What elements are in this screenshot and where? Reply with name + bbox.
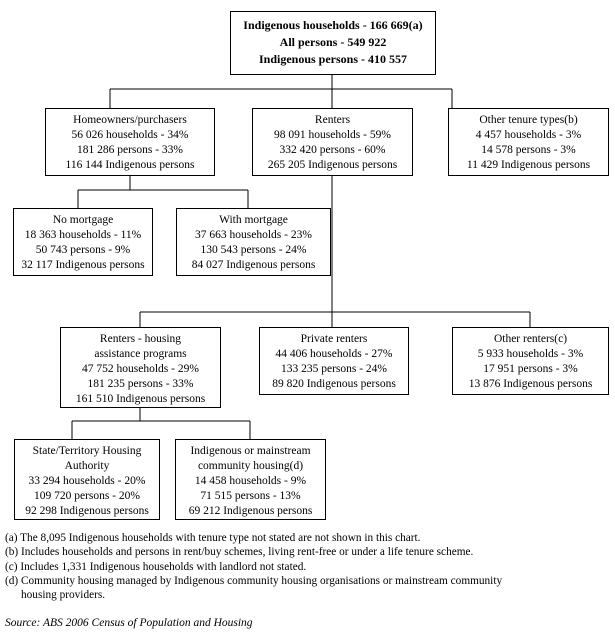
other-tenure-line-2: 4 457 households - 3%	[475, 129, 582, 141]
community-housing-line-2: community housing(d)	[197, 460, 304, 472]
node-renters: Renters 98 091 households - 59% 332 420 …	[252, 108, 413, 176]
other-renters-line-2: 5 933 households - 3%	[477, 348, 584, 360]
source-note: Source: ABS 2006 Census of Population an…	[5, 617, 253, 629]
community-housing-line-5: 69 212 Indigenous persons	[188, 505, 313, 517]
community-housing-line-4: 71 515 persons - 13%	[200, 490, 301, 502]
renters-line-4: 265 205 Indigenous persons	[267, 159, 398, 171]
state-territory-line-4: 109 720 persons - 20%	[33, 490, 141, 502]
private-renters-line-4: 89 820 Indigenous persons	[272, 378, 396, 390]
footnote-b: (b) Includes households and persons in r…	[5, 546, 474, 559]
other-tenure-line-1: Other tenure types(b)	[479, 114, 578, 126]
homeowners-line-4: 116 144 Indigenous persons	[65, 159, 195, 171]
footnotes: (a) The 8,095 Indigenous households with…	[5, 531, 610, 602]
other-tenure-line-3: 14 578 persons - 3%	[481, 144, 576, 156]
no-mortgage-line-3: 50 743 persons - 9%	[35, 244, 131, 256]
housing-assistance-line-3: 47 752 households - 29%	[82, 363, 199, 375]
node-renters-housing-assistance: Renters - housing assistance programs 47…	[60, 327, 221, 408]
private-renters-line-2: 44 406 households - 27%	[275, 348, 393, 360]
node-private-renters: Private renters 44 406 households - 27% …	[259, 327, 409, 395]
root-line-3: Indigenous persons - 410 557	[258, 52, 408, 66]
with-mortgage-line-1: With mortgage	[219, 214, 288, 226]
housing-assistance-line-1: Renters - housing	[99, 333, 182, 345]
homeowners-line-1: Homeowners/purchasers	[73, 114, 187, 126]
node-homeowners-purchasers: Homeowners/purchasers 56 026 households …	[45, 108, 215, 176]
other-renters-line-1: Other renters(c)	[493, 333, 568, 345]
other-renters-line-3: 17 951 persons - 3%	[483, 363, 578, 375]
state-territory-line-5: 92 298 Indigenous persons	[25, 505, 149, 517]
node-indigenous-community-housing: Indigenous or mainstream community housi…	[175, 439, 326, 520]
root-line-1: Indigenous households - 166 669(a)	[243, 18, 423, 32]
private-renters-line-3: 133 235 persons - 24%	[280, 363, 388, 375]
root-line-2: All persons - 549 922	[279, 35, 387, 49]
node-other-renters: Other renters(c) 5 933 households - 3% 1…	[452, 327, 609, 395]
no-mortgage-line-2: 18 363 households - 11%	[24, 229, 142, 241]
node-with-mortgage: With mortgage 37 663 households - 23% 13…	[176, 208, 331, 276]
with-mortgage-line-2: 37 663 households - 23%	[195, 229, 312, 241]
renters-line-2: 98 091 households - 59%	[274, 129, 391, 141]
renters-line-1: Renters	[314, 114, 351, 126]
state-territory-line-3: 33 294 households - 20%	[28, 475, 146, 487]
other-tenure-line-4: 11 429 Indigenous persons	[466, 159, 591, 171]
node-state-territory-housing-authority: State/Territory Housing Authority 33 294…	[14, 439, 160, 520]
community-housing-line-3: 14 458 households - 9%	[194, 475, 307, 487]
footnote-a: (a) The 8,095 Indigenous households with…	[5, 532, 421, 544]
state-territory-line-2: Authority	[64, 460, 110, 472]
no-mortgage-line-4: 32 117 Indigenous persons	[21, 259, 145, 271]
node-indigenous-households-root: Indigenous households - 166 669(a) All p…	[230, 11, 436, 75]
private-renters-line-1: Private renters	[300, 333, 368, 345]
housing-assistance-line-2: assistance programs	[94, 348, 187, 360]
homeowners-line-2: 56 026 households - 34%	[71, 129, 189, 141]
other-renters-line-4: 13 876 Indigenous persons	[468, 378, 593, 390]
no-mortgage-line-1: No mortgage	[52, 214, 114, 226]
community-housing-line-1: Indigenous or mainstream	[190, 445, 311, 457]
footnote-d: (d) Community housing managed by Indigen…	[5, 574, 503, 587]
homeowners-line-3: 181 286 persons - 33%	[76, 144, 184, 156]
footnote-c: (c) Includes 1,331 Indigenous households…	[5, 560, 307, 573]
housing-assistance-line-5: 161 510 Indigenous persons	[75, 393, 206, 405]
state-territory-line-1: State/Territory Housing	[32, 445, 142, 457]
renters-line-3: 332 420 persons - 60%	[279, 144, 386, 156]
with-mortgage-line-4: 84 027 Indigenous persons	[191, 259, 316, 271]
housing-assistance-line-4: 181 235 persons - 33%	[87, 378, 194, 390]
with-mortgage-line-3: 130 543 persons - 24%	[200, 244, 307, 256]
node-other-tenure-types: Other tenure types(b) 4 457 households -…	[448, 108, 609, 176]
footnote-d-continued: housing providers.	[21, 589, 106, 602]
node-no-mortgage: No mortgage 18 363 households - 11% 50 7…	[13, 208, 153, 276]
